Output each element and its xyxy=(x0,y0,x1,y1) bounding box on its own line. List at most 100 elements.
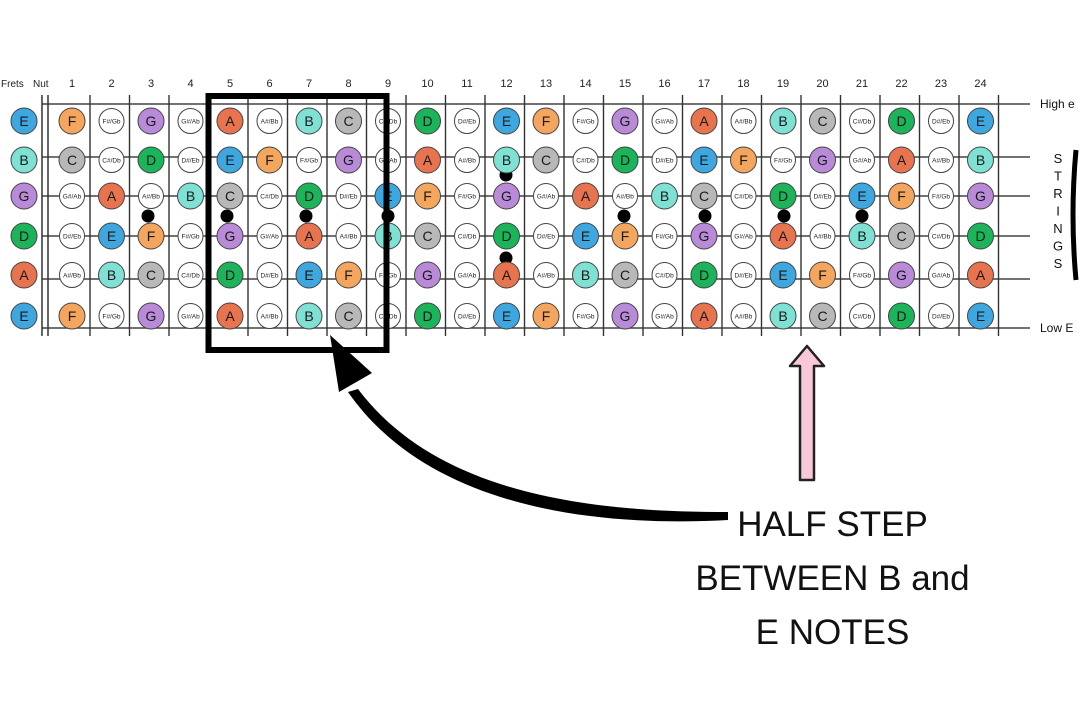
note-label: A#/Bb xyxy=(735,314,753,321)
note-label: E xyxy=(502,308,511,324)
note-circle xyxy=(967,302,994,330)
note-label: C xyxy=(343,113,353,129)
note-label: A xyxy=(304,228,314,244)
note-circle xyxy=(809,183,836,209)
note-label: D#/Eb xyxy=(458,119,476,126)
note-circle xyxy=(10,107,38,135)
note-label: G#/Ab xyxy=(181,119,200,126)
strings-side-letter: G xyxy=(1053,239,1063,254)
note-label: F#/Gb xyxy=(102,119,120,126)
note-label: C#/Db xyxy=(734,194,753,201)
note-circle xyxy=(730,262,757,288)
note-circle xyxy=(967,222,994,250)
note-circle xyxy=(58,107,86,135)
note-label: A xyxy=(225,308,235,324)
note-label: D#/Eb xyxy=(813,194,831,201)
note-circle xyxy=(98,222,125,250)
note-circle xyxy=(532,107,560,135)
note-circle xyxy=(769,107,797,135)
note-circle xyxy=(493,302,520,330)
fret-number: 14 xyxy=(579,78,591,90)
note-label: A#/Bb xyxy=(63,273,81,280)
note-circle xyxy=(928,223,954,249)
note-circle xyxy=(928,262,954,288)
note-label: C#/Db xyxy=(181,273,200,280)
note-label: D#/Eb xyxy=(63,234,81,241)
highlight-box xyxy=(205,93,390,353)
note-label: D#/Eb xyxy=(537,234,555,241)
note-circle xyxy=(296,147,322,173)
note-label: A#/Bb xyxy=(142,194,160,201)
note-label: C xyxy=(225,188,235,204)
note-label: C xyxy=(699,188,709,204)
note-label: A#/Bb xyxy=(932,158,950,165)
note-label: C#/Db xyxy=(102,158,121,165)
note-circle xyxy=(335,183,362,209)
note-label: D#/Eb xyxy=(181,158,199,165)
note-circle xyxy=(216,302,244,330)
strings-side-letter: N xyxy=(1053,221,1062,236)
note-circle xyxy=(295,222,323,250)
note-circle xyxy=(928,147,954,173)
strings-side-letter: S xyxy=(1054,151,1063,166)
note-label: B xyxy=(186,188,195,204)
note-label: G xyxy=(501,188,512,204)
note-circle xyxy=(454,108,480,134)
note-label: D xyxy=(501,228,511,244)
note-label: B xyxy=(581,267,590,283)
nut-label: Nut xyxy=(33,79,49,90)
note-circle xyxy=(888,222,915,250)
note-label: F xyxy=(542,113,551,129)
note-circle xyxy=(690,261,718,289)
note-label: A xyxy=(778,228,788,244)
note-circle xyxy=(928,303,954,329)
note-label: B xyxy=(304,308,313,324)
note-label: C#/Db xyxy=(458,234,477,241)
note-circle xyxy=(809,302,836,330)
note-label: F xyxy=(542,308,551,324)
note-circle xyxy=(493,222,520,250)
note-circle xyxy=(493,261,520,289)
note-circle xyxy=(98,303,125,329)
note-label: C xyxy=(541,152,551,168)
note-circle xyxy=(769,222,797,250)
note-label: A#/Bb xyxy=(616,194,634,201)
note-label: C#/Db xyxy=(576,158,595,165)
inlay-dot xyxy=(777,209,791,223)
note-circle xyxy=(532,146,560,174)
note-circle xyxy=(256,262,283,288)
note-label: D xyxy=(304,188,314,204)
note-label: C xyxy=(817,113,827,129)
note-circle xyxy=(651,223,678,249)
note-circle xyxy=(256,108,283,134)
note-circle xyxy=(651,182,678,210)
note-label: D xyxy=(975,228,985,244)
note-label: B xyxy=(304,113,313,129)
note-circle xyxy=(493,182,520,210)
note-circle xyxy=(651,262,678,288)
note-label: F xyxy=(739,152,748,168)
note-label: F#/Gb xyxy=(102,314,120,321)
note-circle xyxy=(690,146,718,174)
note-label: E xyxy=(225,152,234,168)
note-circle xyxy=(612,183,638,209)
note-circle xyxy=(849,147,875,173)
fret-number: 10 xyxy=(421,78,433,90)
note-label: A#/Bb xyxy=(537,273,555,280)
callout-line-1: HALF STEP xyxy=(737,505,928,544)
note-circle xyxy=(967,107,994,135)
note-label: F xyxy=(897,188,906,204)
note-circle xyxy=(10,222,38,250)
note-circle xyxy=(611,146,639,174)
note-circle xyxy=(216,107,244,135)
note-circle xyxy=(967,146,994,174)
fret-number: 20 xyxy=(816,78,828,90)
note-circle xyxy=(10,302,38,330)
note-label: A xyxy=(581,188,591,204)
note-label: G xyxy=(225,228,236,244)
note-label: F#/Gb xyxy=(853,273,871,280)
note-label: G#/Ab xyxy=(181,314,200,321)
note-label: C#/Db xyxy=(260,194,279,201)
note-label: G xyxy=(620,308,631,324)
